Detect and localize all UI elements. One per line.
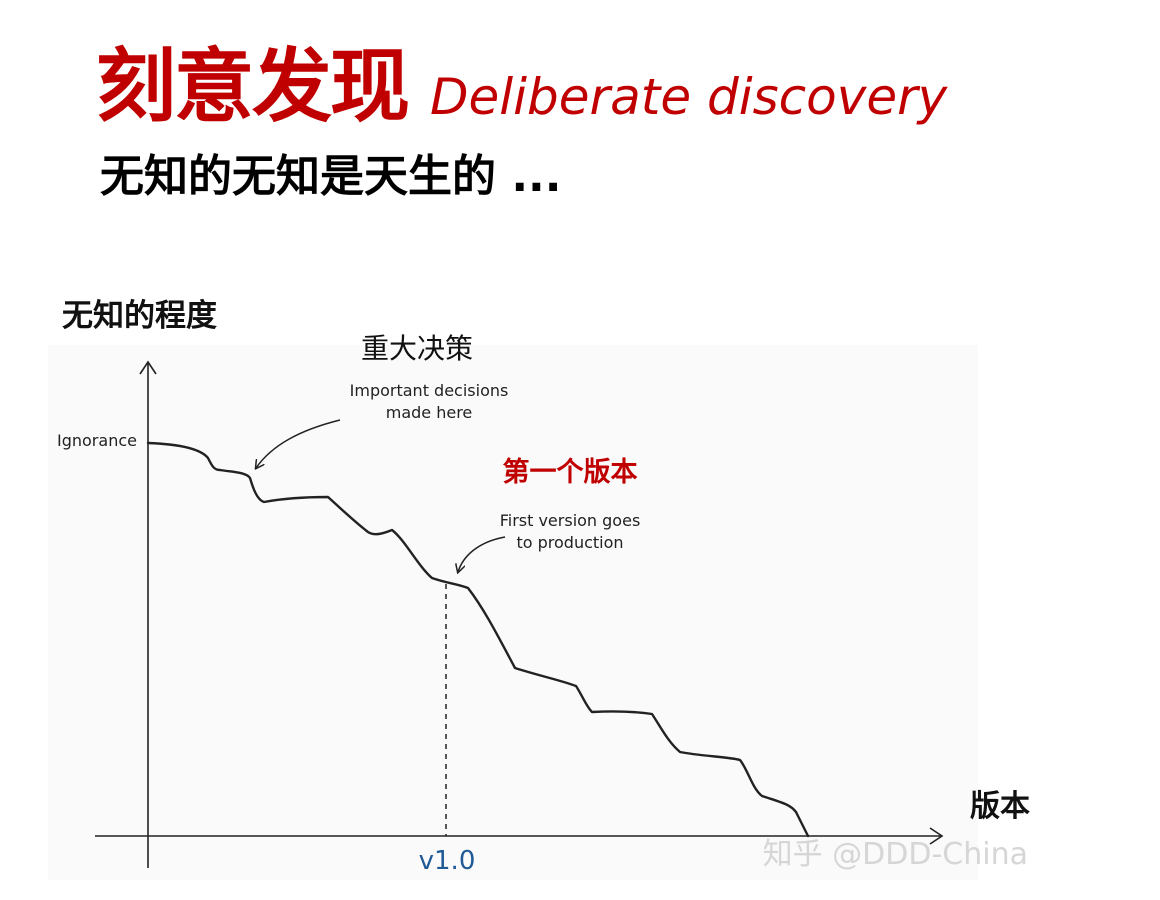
slide-title: 刻意发现 Deliberate discovery	[96, 22, 947, 138]
annotation-release-line2: to production	[516, 533, 623, 552]
important-decisions-arrow-icon	[256, 419, 341, 468]
annotation-release-chinese: 第一个版本	[503, 456, 638, 488]
x-tick-v1: v1.0	[419, 846, 476, 876]
y-axis-label: 无知的程度	[62, 298, 217, 334]
y-axis-arrow-icon	[139, 360, 157, 375]
plot-background	[48, 345, 978, 880]
title-english: Deliberate discovery	[430, 68, 948, 126]
annotation-major-line1: Important decisions	[350, 381, 509, 400]
x-axis-label: 版本	[970, 789, 1030, 824]
annotation-major-chinese: 重大决策	[361, 332, 473, 365]
x-axis-arrow-icon	[929, 827, 944, 845]
first-version-arrow-icon	[458, 536, 506, 572]
watermark: 知乎 @DDD-China	[763, 837, 1028, 872]
ignorance-curve	[146, 441, 810, 838]
annotation-release-line1: First version goes	[500, 511, 641, 530]
slide-subtitle: 无知的无知是天生的 ...	[100, 151, 562, 202]
title-chinese: 刻意发现	[96, 40, 410, 133]
annotation-major-line2: made here	[386, 403, 473, 422]
y-tick-ignorance: Ignorance	[57, 431, 137, 450]
